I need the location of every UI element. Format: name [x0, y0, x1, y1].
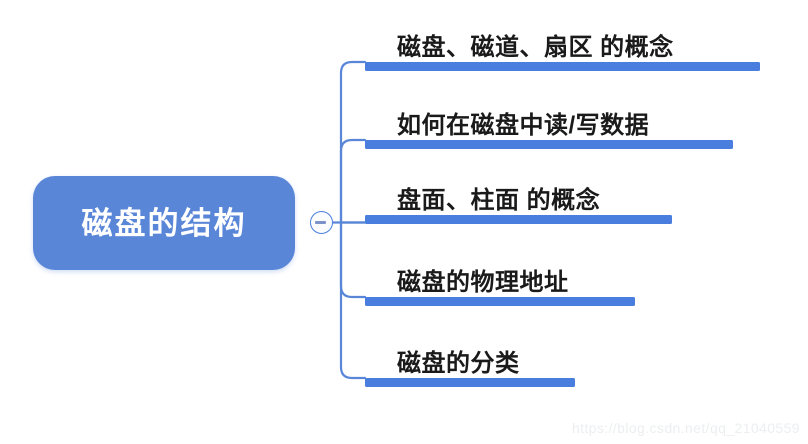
branch-underline-bar [365, 215, 672, 224]
collapse-toggle-button[interactable] [310, 211, 333, 234]
root-node-label: 磁盘的结构 [81, 205, 247, 241]
branch-label: 盘面、柱面 的概念 [397, 187, 601, 214]
watermark-text: https://blog.csdn.net/qq_21040559 [571, 420, 800, 436]
branch-label: 磁盘的分类 [397, 350, 520, 377]
minus-icon [315, 221, 326, 224]
branch-node[interactable]: 磁盘的分类 [365, 338, 765, 387]
branch-underline-bar [365, 378, 575, 387]
branch-node[interactable]: 如何在磁盘中读/写数据 [365, 100, 765, 149]
root-node[interactable]: 磁盘的结构 [33, 176, 295, 270]
branch-underline-bar [365, 297, 635, 306]
branch-label: 磁盘、磁道、扇区 的概念 [397, 34, 674, 61]
branch-underline-bar [365, 140, 733, 149]
branch-label: 如何在磁盘中读/写数据 [397, 112, 650, 139]
branch-node[interactable]: 磁盘、磁道、扇区 的概念 [365, 22, 765, 71]
branch-node[interactable]: 磁盘的物理地址 [365, 257, 765, 306]
branch-label: 磁盘的物理地址 [397, 269, 569, 296]
branch-underline-bar [365, 62, 760, 71]
branch-node[interactable]: 盘面、柱面 的概念 [365, 175, 765, 224]
